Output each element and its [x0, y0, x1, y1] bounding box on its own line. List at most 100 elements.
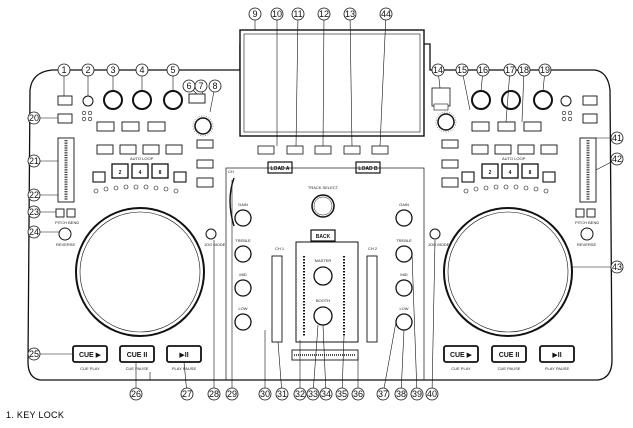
fx-button-2-right[interactable]: [497, 121, 516, 132]
small-knob-right[interactable]: [560, 95, 572, 107]
loop-4-button-left[interactable]: [131, 163, 149, 179]
load-a-button[interactable]: [267, 161, 293, 174]
screen-button-3[interactable]: [314, 145, 332, 155]
cue-pause-button-right[interactable]: [491, 345, 527, 363]
callout-circle-11: [291, 7, 305, 21]
loop-out-button-left[interactable]: [173, 171, 187, 183]
fx-button-2-left[interactable]: [121, 121, 140, 132]
key-lock-button-right[interactable]: [582, 95, 598, 106]
fx-button-3-left[interactable]: [147, 121, 166, 132]
browse-knob-right[interactable]: [437, 113, 455, 131]
gain-knob-right[interactable]: [395, 209, 413, 227]
param-knob-1-left[interactable]: [103, 90, 123, 110]
callout-circle-13: [343, 7, 357, 21]
shift-button-left[interactable]: [57, 113, 73, 124]
callout-number-21: 21: [29, 156, 39, 166]
hotcue-button-3-right[interactable]: [517, 144, 535, 155]
side-button-3-right[interactable]: [441, 177, 459, 188]
side-button-3-left[interactable]: [196, 177, 214, 188]
jog-mode-button-left[interactable]: [205, 228, 217, 240]
pitch-bend-plus-left[interactable]: [66, 208, 76, 218]
track-select-knob[interactable]: [311, 194, 335, 218]
master-knob[interactable]: [313, 266, 333, 286]
hotcue-button-3-left[interactable]: [142, 144, 160, 155]
load-b-button[interactable]: [355, 161, 381, 174]
ch1-fader-track[interactable]: [271, 255, 283, 343]
loop-2-button-left[interactable]: [111, 163, 129, 179]
jog-wheel-left[interactable]: [75, 207, 205, 337]
mid-knob-right[interactable]: [395, 279, 413, 297]
loop-in-button-right[interactable]: [461, 171, 475, 183]
hotcue-button-1-left[interactable]: [96, 144, 114, 155]
loop-out-button-right[interactable]: [542, 171, 556, 183]
reverse-button-left[interactable]: [58, 227, 72, 241]
param-knob-2-left[interactable]: [132, 90, 152, 110]
callout-leader-34: [322, 324, 327, 395]
fx-button-1-left[interactable]: [96, 121, 115, 132]
side-button-2-right[interactable]: [441, 159, 459, 169]
loop-8-button-left[interactable]: [151, 163, 169, 179]
cue-play-button-right[interactable]: [443, 345, 479, 363]
param-knob-1-right[interactable]: [471, 90, 491, 110]
callout-circle-44: [379, 7, 393, 21]
ch2-label: CH 2: [368, 246, 378, 251]
param-knob-3-right[interactable]: [533, 90, 553, 110]
screen-button-2[interactable]: [286, 145, 304, 155]
booth-knob[interactable]: [313, 306, 333, 326]
side-button-2-left[interactable]: [196, 159, 214, 169]
fx-button-1-right[interactable]: [471, 121, 490, 132]
fx-button-3-right[interactable]: [523, 121, 542, 132]
pitch-bend-plus-right[interactable]: [586, 208, 596, 218]
loop-8-label-left: 8: [159, 170, 162, 176]
jog-wheel-right[interactable]: [443, 207, 573, 337]
param-knob-3-left[interactable]: [163, 90, 183, 110]
callout-circle-42: [610, 152, 624, 166]
hotcue-button-4-left[interactable]: [165, 144, 183, 155]
cue-play-label-left: CUE PLAY: [80, 366, 100, 371]
side-button-1-left[interactable]: [196, 139, 214, 149]
mid-knob-left[interactable]: [234, 279, 252, 297]
hotcue-button-1-right[interactable]: [471, 144, 489, 155]
callout-number-4: 4: [139, 65, 144, 75]
pitch-bend-label-left: PITCH BEND: [55, 220, 79, 225]
gain-knob-left[interactable]: [234, 209, 252, 227]
key-lock-button-left[interactable]: [57, 95, 73, 106]
callout-leader-33: [312, 324, 319, 395]
pitch-bend-minus-right[interactable]: [575, 208, 585, 218]
side-button-1-right[interactable]: [441, 139, 459, 149]
back-button[interactable]: [310, 229, 336, 242]
callout-number-33: 33: [308, 389, 318, 399]
reverse-button-right[interactable]: [580, 227, 594, 241]
hotcue-button-4-right[interactable]: [540, 144, 558, 155]
shift-button-right[interactable]: [582, 113, 598, 124]
screen-button-4[interactable]: [343, 145, 361, 155]
callout-number-15: 15: [457, 65, 467, 75]
treble-knob-right[interactable]: [395, 245, 413, 263]
ch2-fader-track[interactable]: [366, 255, 378, 343]
screen-button-1[interactable]: [257, 145, 275, 155]
callout-leader-15: [461, 69, 471, 111]
pitch-fader-left[interactable]: [57, 137, 75, 203]
cue-pause-label-left: CUE PAUSE: [126, 366, 149, 371]
cue-pause-button-left[interactable]: [119, 345, 155, 363]
loop-2-button-right[interactable]: [481, 163, 499, 179]
pitch-fader-right[interactable]: [579, 137, 597, 203]
treble-knob-left[interactable]: [234, 245, 252, 263]
loop-8-button-right[interactable]: [521, 163, 539, 179]
low-knob-right[interactable]: [395, 313, 413, 331]
browse-knob-left[interactable]: [194, 117, 212, 135]
hotcue-button-2-left[interactable]: [119, 144, 137, 155]
screen-button-5[interactable]: [371, 145, 389, 155]
param-knob-2-right[interactable]: [501, 90, 521, 110]
play-pause-button-right[interactable]: [539, 345, 575, 363]
small-knob-left[interactable]: [82, 95, 94, 107]
low-knob-left[interactable]: [234, 313, 252, 331]
pitch-bend-minus-left[interactable]: [55, 208, 65, 218]
callout-number-12: 12: [319, 9, 329, 19]
jog-mode-button-right[interactable]: [429, 228, 441, 240]
hotcue-button-2-right[interactable]: [494, 144, 512, 155]
loop-4-button-right[interactable]: [501, 163, 519, 179]
loop-in-button-left[interactable]: [92, 171, 106, 183]
sync-button-left[interactable]: [188, 93, 206, 104]
